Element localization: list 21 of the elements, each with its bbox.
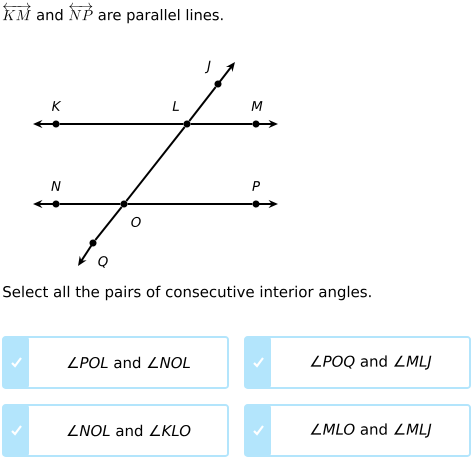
answer-choice: ∠POQ and ∠MLJ bbox=[244, 336, 471, 389]
line-segment bbox=[128, 203, 252, 205]
answer-choice: ∠MLO and ∠MLJ bbox=[244, 404, 471, 457]
point-label: K bbox=[52, 101, 62, 111]
point-label: L bbox=[172, 101, 179, 111]
point-label: O bbox=[131, 216, 141, 228]
point-label: J bbox=[204, 60, 211, 74]
point-label: M bbox=[252, 101, 262, 111]
answer-choice: ∠NOL and ∠KLO bbox=[2, 404, 229, 457]
line-segment bbox=[60, 203, 120, 205]
line-segment bbox=[190, 123, 252, 125]
line-segment bbox=[126, 126, 186, 202]
point-label: N bbox=[51, 181, 61, 191]
point-label: Q bbox=[98, 256, 108, 268]
question-text: Select all the pairs of consecutive interior angles. bbox=[3, 286, 371, 300]
line-segment bbox=[60, 123, 184, 125]
line-segment bbox=[94, 206, 122, 241]
point-label: P bbox=[252, 181, 260, 191]
line-segment bbox=[188, 86, 216, 122]
heading: $\overleftrightarrow{KM}\text{ and }\overleftrightarrow{NP}\text{ are parallel lines.}$ bbox=[2, 2, 223, 24]
answer-choice: ∠POL and ∠NOL bbox=[2, 336, 229, 389]
